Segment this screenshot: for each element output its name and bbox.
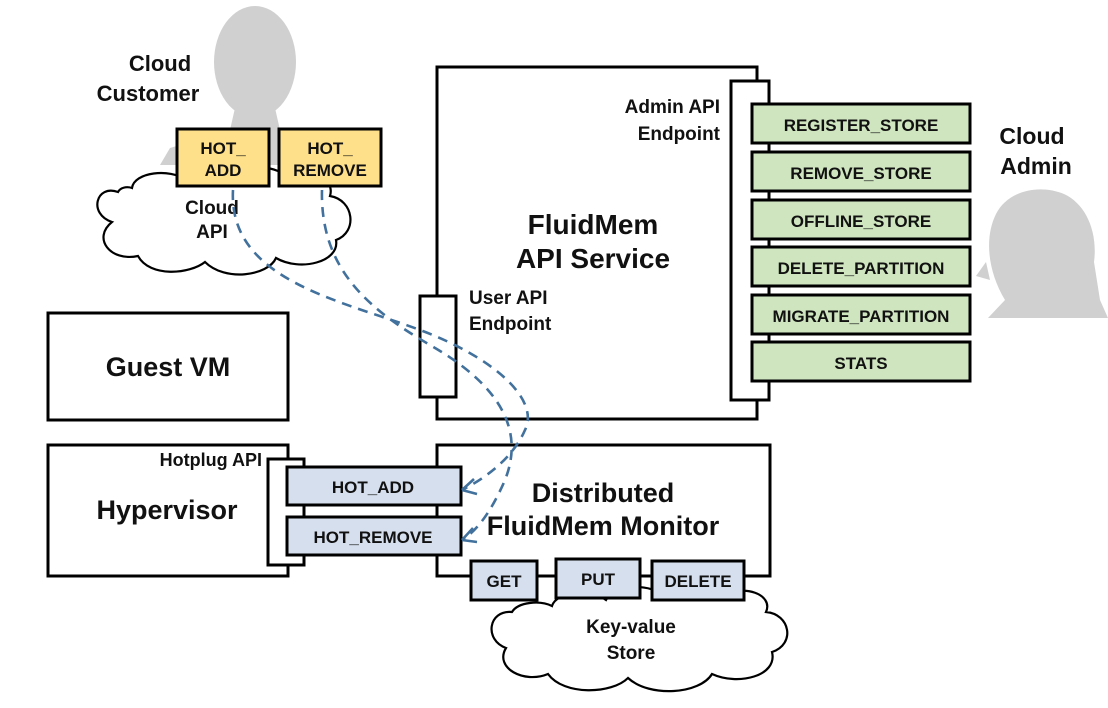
delete-op[interactable]: DELETE: [650, 559, 746, 602]
hot-remove-flow-arrowhead: [461, 527, 478, 544]
remove-store-op-label: REMOVE_STORE: [790, 164, 931, 183]
hot-remove-customer-button[interactable]: HOT_ REMOVE: [277, 127, 383, 188]
hot-add-flow-line: [231, 189, 530, 492]
delete-partition-op-label: DELETE_PARTITION: [778, 259, 945, 278]
user-api-endpoint-label-line2: Endpoint: [469, 314, 552, 335]
hotplug-api-label: Hotplug API: [160, 450, 262, 470]
hot-remove-customer-button-label-line2: REMOVE: [293, 161, 367, 180]
stats-op-label: STATS: [834, 354, 887, 373]
api-service-title-line2: API Service: [516, 243, 670, 274]
cloud-admin-person-icon: [976, 189, 1108, 318]
register-store-op-label: REGISTER_STORE: [784, 116, 939, 135]
guest-vm-box: [46, 311, 290, 422]
migrate-partition-op[interactable]: MIGRATE_PARTITION: [750, 293, 972, 336]
offline-store-op[interactable]: OFFLINE_STORE: [750, 198, 972, 241]
stats-op[interactable]: STATS: [750, 340, 972, 383]
hypervisor-label: Hypervisor: [96, 495, 238, 525]
kv-store-label: Key-value: [586, 617, 676, 638]
api-service-title: FluidMem: [528, 209, 659, 240]
guest-vm-label: Guest VM: [106, 352, 231, 382]
cloud-api-label: Cloud: [185, 198, 239, 219]
key-value-store-cloud-shape: [490, 584, 789, 693]
offline-store-op-label: OFFLINE_STORE: [791, 212, 931, 231]
hot-add-customer-button[interactable]: HOT_ ADD: [175, 127, 271, 188]
put-op-label: PUT: [581, 570, 616, 589]
hot-remove-hotplug-op[interactable]: HOT_REMOVE: [285, 515, 463, 557]
cloud-customer-label-line2: Customer: [97, 81, 200, 106]
migrate-partition-op-label: MIGRATE_PARTITION: [773, 307, 950, 326]
hot-remove-customer-button-label: HOT_: [307, 139, 353, 158]
delete-partition-op[interactable]: DELETE_PARTITION: [750, 245, 972, 288]
hot-remove-hotplug-op-label: HOT_REMOVE: [313, 528, 432, 547]
admin-api-endpoint-label: Admin API: [625, 97, 720, 118]
monitor-title-line2: FluidMem Monitor: [487, 511, 720, 541]
user-api-endpoint-bar: [418, 294, 458, 399]
cloud-admin-label: Cloud: [999, 123, 1064, 149]
admin-api-endpoint-label-line2: Endpoint: [638, 124, 721, 145]
hot-add-customer-button-label: HOT_: [200, 139, 246, 158]
cloud-admin-label-line2: Admin: [1000, 153, 1072, 179]
hot-remove-flow-line: [320, 189, 513, 542]
hot-add-hotplug-op[interactable]: HOT_ADD: [285, 465, 463, 507]
kv-store-label-line2: Store: [607, 643, 656, 664]
remove-store-op[interactable]: REMOVE_STORE: [750, 150, 972, 193]
hot-add-hotplug-op-label: HOT_ADD: [332, 478, 414, 497]
user-api-endpoint-label: User API: [469, 288, 548, 309]
distributed-monitor-box: [435, 443, 772, 578]
get-op[interactable]: GET: [469, 559, 539, 602]
cloud-api-label-line2: API: [196, 222, 228, 243]
hypervisor-box: [46, 443, 290, 578]
delete-op-label: DELETE: [664, 572, 731, 591]
put-op[interactable]: PUT: [554, 557, 642, 600]
get-op-label: GET: [487, 572, 523, 591]
register-store-op[interactable]: REGISTER_STORE: [750, 102, 972, 145]
hot-add-flow-arrowhead: [461, 478, 478, 496]
hot-add-customer-button-label-line2: ADD: [205, 161, 242, 180]
cloud-customer-label: Cloud: [129, 51, 191, 76]
monitor-title: Distributed: [532, 478, 675, 508]
